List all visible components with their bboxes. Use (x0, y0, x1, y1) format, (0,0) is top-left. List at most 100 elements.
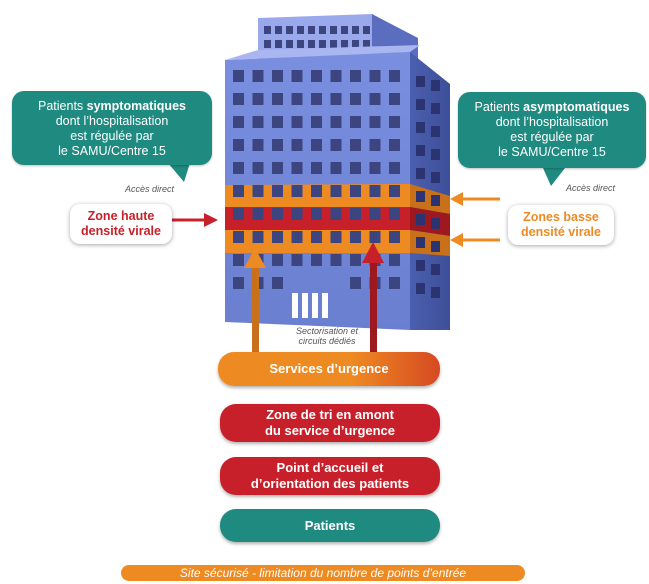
window (330, 185, 342, 197)
window (272, 93, 283, 105)
window (291, 254, 303, 266)
window (297, 26, 304, 34)
window (350, 93, 361, 105)
window (369, 139, 381, 151)
window (291, 231, 303, 243)
arrow-haute-densite (172, 213, 218, 227)
window (311, 231, 322, 243)
window (431, 80, 440, 91)
window (272, 70, 283, 82)
window (272, 162, 283, 174)
window (319, 26, 326, 34)
sectorisation-label: Sectorisation et circuits dédiés (295, 326, 359, 346)
window (291, 70, 303, 82)
window (252, 116, 264, 128)
callout-symptomatic: Patients symptomatiques dont l’hospitali… (12, 91, 212, 165)
window (330, 139, 342, 151)
acces-direct-left: Accès direct (125, 184, 175, 194)
window (431, 149, 440, 160)
window (389, 254, 400, 266)
window (389, 185, 400, 197)
window (311, 70, 322, 82)
window (431, 264, 440, 275)
window (308, 26, 315, 34)
window (286, 40, 293, 48)
window (233, 93, 244, 105)
services-urgence-step: Services d’urgence (218, 352, 440, 386)
window (369, 116, 381, 128)
window (330, 70, 342, 82)
window (330, 26, 337, 34)
acces-direct-right: Accès direct (566, 183, 616, 193)
window (416, 122, 425, 133)
window (330, 116, 342, 128)
window (341, 40, 348, 48)
window (233, 277, 244, 289)
window (330, 40, 337, 48)
window (369, 162, 381, 174)
window (389, 139, 400, 151)
window (416, 99, 425, 110)
window (330, 93, 342, 105)
window (272, 139, 283, 151)
window (252, 139, 264, 151)
window (297, 40, 304, 48)
site-securise-banner: Site sécurisé - limitation du nombre de … (121, 565, 525, 581)
window (252, 185, 264, 197)
window (233, 70, 244, 82)
window (233, 254, 244, 266)
window (233, 185, 244, 197)
window (363, 40, 370, 48)
window (311, 93, 322, 105)
window (389, 277, 400, 289)
window (431, 218, 440, 229)
building-entrance (292, 293, 328, 318)
window (416, 214, 425, 225)
zone-tri-step: Zone de tri en amont du service d’urgenc… (220, 404, 440, 442)
window (350, 162, 361, 174)
window (272, 254, 283, 266)
window (330, 254, 342, 266)
arrow-up-red (362, 242, 384, 360)
window (252, 208, 264, 220)
window (352, 40, 359, 48)
window (252, 70, 264, 82)
window (431, 103, 440, 114)
window (275, 40, 282, 48)
window (389, 162, 400, 174)
window (311, 254, 322, 266)
window (233, 116, 244, 128)
window (416, 283, 425, 294)
window (431, 287, 440, 298)
window (350, 277, 361, 289)
window (291, 162, 303, 174)
window (308, 40, 315, 48)
window (389, 116, 400, 128)
window (252, 162, 264, 174)
window (272, 277, 283, 289)
window (291, 208, 303, 220)
window (416, 191, 425, 202)
window (416, 168, 425, 179)
zones-basse-densite: Zones basse densité virale (508, 205, 614, 245)
window (369, 208, 381, 220)
window (350, 139, 361, 151)
window (431, 172, 440, 183)
window (389, 70, 400, 82)
window (272, 185, 283, 197)
window (233, 208, 244, 220)
window (352, 26, 359, 34)
window (291, 185, 303, 197)
window (431, 241, 440, 252)
window (319, 40, 326, 48)
window (311, 116, 322, 128)
window (389, 93, 400, 105)
arrow-up-orange (244, 248, 266, 360)
window (311, 185, 322, 197)
window (291, 139, 303, 151)
window (341, 26, 348, 34)
callout-asymptomatic: Patients asymptomatiques dont l’hospital… (458, 92, 646, 168)
left-callout-tail (168, 163, 190, 182)
window (291, 116, 303, 128)
